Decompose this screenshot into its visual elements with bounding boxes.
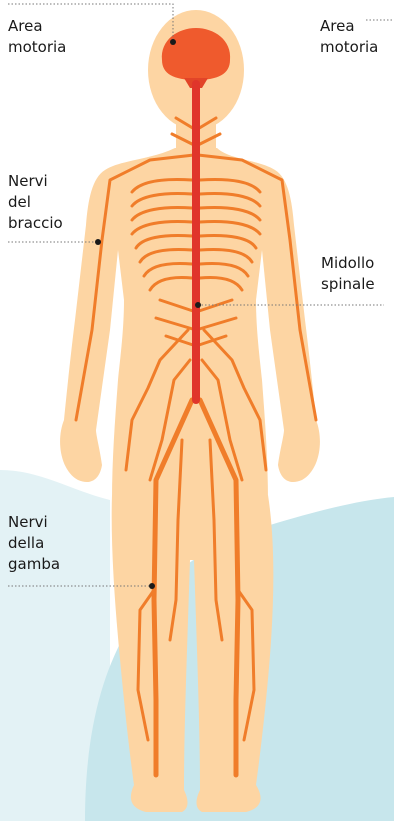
- label-area-motoria-left: Area motoria: [8, 16, 66, 58]
- label-midollo-spinale: Midollo spinale: [321, 253, 375, 295]
- label-nervi-del-braccio: Nervi del braccio: [8, 171, 63, 234]
- label-nervi-della-gamba: Nervi della gamba: [8, 512, 60, 575]
- dot-area-motoria: [170, 39, 176, 45]
- dot-nervi-gamba: [149, 583, 155, 589]
- label-area-motoria-right: Area motoria: [320, 16, 378, 58]
- dot-midollo-spinale: [195, 302, 201, 308]
- torso: [60, 148, 320, 500]
- dot-nervi-braccio: [95, 239, 101, 245]
